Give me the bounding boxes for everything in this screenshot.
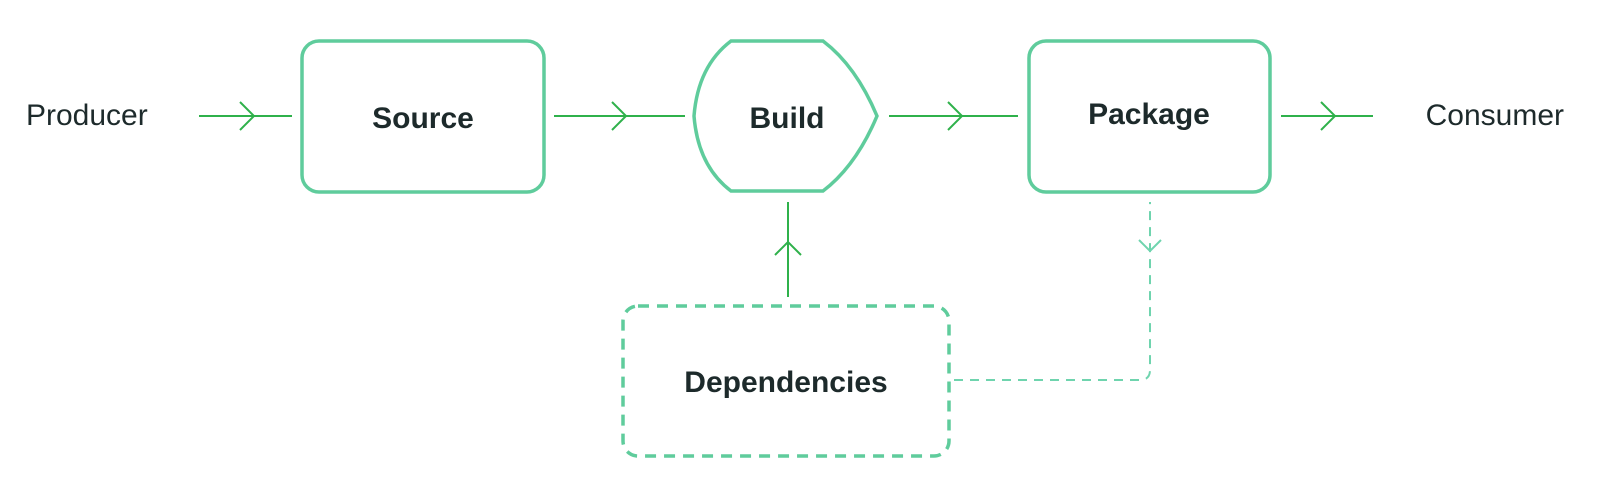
edge-producer-to-source: [199, 101, 292, 131]
producer-label: Producer: [26, 99, 148, 132]
node-build-label: Build: [750, 102, 825, 135]
edge-source-to-build: [554, 101, 685, 131]
edge-package-to-consumer: [1281, 101, 1373, 131]
edge-dependencies-to-build: [774, 202, 802, 297]
node-build: Build: [692, 39, 879, 193]
consumer-label: Consumer: [1426, 99, 1564, 132]
edge-dependencies-to-package-dashed: [954, 202, 1162, 381]
edges: [199, 101, 1373, 381]
node-source: Source: [300, 39, 546, 194]
node-package-label: Package: [1088, 98, 1210, 131]
node-source-label: Source: [372, 102, 474, 135]
edge-build-to-package: [889, 101, 1018, 131]
node-package: Package: [1027, 39, 1272, 194]
node-dependencies: Dependencies: [621, 304, 951, 458]
node-dependencies-label: Dependencies: [684, 366, 887, 399]
